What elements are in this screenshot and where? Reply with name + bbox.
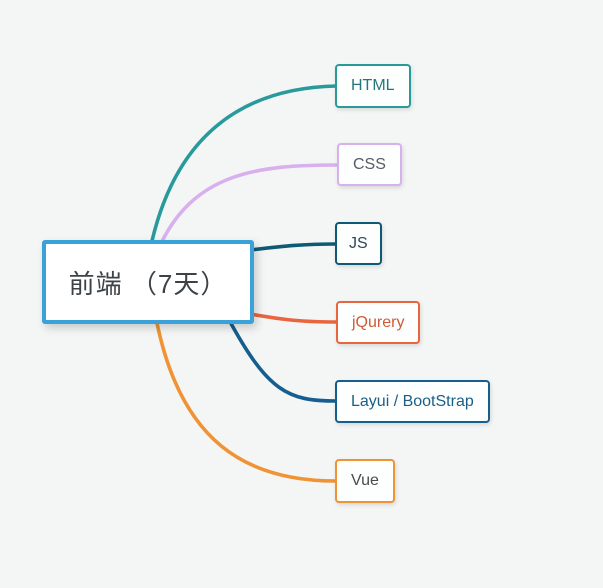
node-layui-bootstrap-label: Layui / BootStrap [351, 392, 474, 410]
node-css[interactable]: CSS [337, 143, 402, 186]
root-node[interactable]: 前端 （7天） [42, 240, 254, 324]
branch-html-connector [148, 84, 338, 252]
branch-layui-bootstrap-connector [226, 316, 338, 403]
node-html[interactable]: HTML [335, 64, 411, 108]
node-vue-label: Vue [351, 472, 379, 489]
branch-js-connector [248, 242, 338, 252]
node-html-label: HTML [351, 77, 395, 94]
root-node-label: 前端 （7天） [68, 268, 228, 299]
node-js-label: JS [349, 234, 368, 252]
node-css-label: CSS [353, 155, 386, 173]
node-vue[interactable]: Vue [335, 459, 395, 503]
node-jqurery-label: jQurery [352, 313, 405, 331]
node-js[interactable]: JS [335, 222, 382, 265]
branch-jqurery-connector [248, 312, 339, 324]
branch-css-connector [156, 163, 340, 252]
node-jqurery[interactable]: jQurery [336, 301, 421, 344]
branch-vue-connector [154, 316, 338, 483]
node-layui-bootstrap[interactable]: Layui / BootStrap [335, 380, 490, 423]
